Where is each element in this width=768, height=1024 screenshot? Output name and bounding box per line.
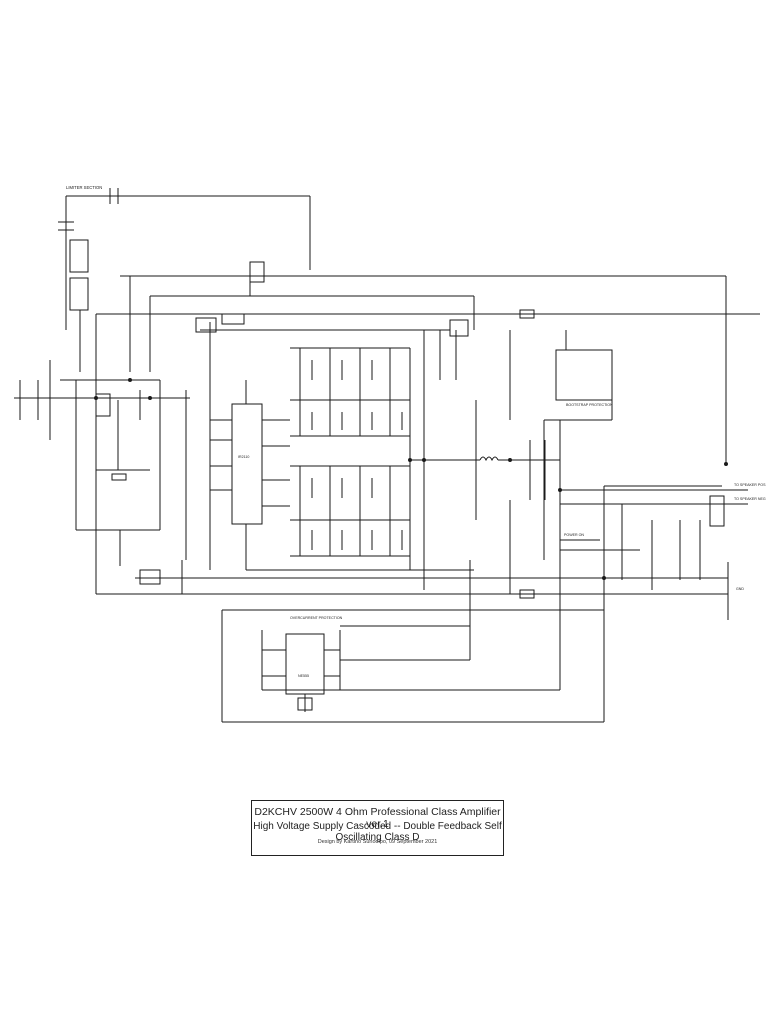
misc-components [181,261,469,594]
power-on-label: POWER ON [564,533,584,537]
title-line-1: D2KCHV 2500W 4 Ohm Professional Class Am… [254,806,501,830]
ic-protect-label: NE555 [298,674,309,678]
bootstrap-protection [543,330,613,560]
overcurrent-protection-label: OVERCURRENT PROTECTION [290,616,343,620]
lower-mosfet-bank [290,460,411,570]
upper-mosfet-bank [290,347,411,460]
output-filter [410,309,560,599]
power-rails [96,275,760,723]
title-block: D2KCHV 2500W 4 Ohm Professional Class Am… [251,800,504,856]
input-stage [14,314,190,594]
speaker-neg-label: TO SPEAKER NEG [734,497,766,501]
ground-label: GND [736,587,744,591]
bootstrap-protection-label: BOOTSTRAP PROTECTION [566,403,613,407]
limiter-section-label: LIMITER SECTION [66,185,103,190]
limiter-section [58,188,311,372]
overcurrent-protection [261,560,471,712]
speaker-pos-label: TO SPEAKER POS [734,483,766,487]
junctions [94,378,728,580]
speaker-output [560,489,748,590]
title-line-3: Design by Kartino Sunodipo, 09 September… [317,839,438,845]
title-line-2: High Voltage Supply Cascoded -- Double F… [253,821,502,843]
driver-ic-ir2110 [210,380,290,570]
ic-main-label: IR2110 [238,455,250,459]
